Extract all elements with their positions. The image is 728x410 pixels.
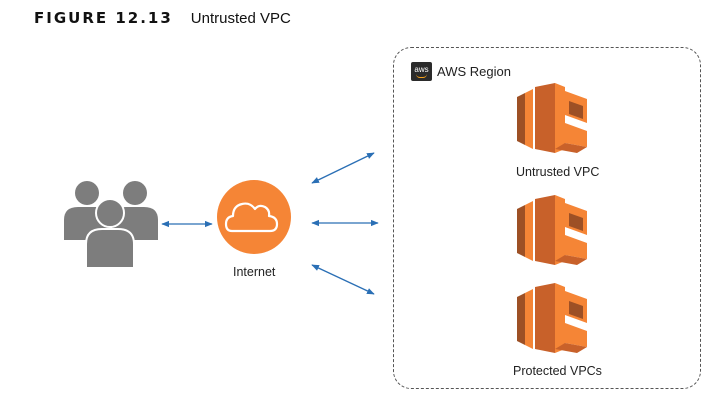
protected-vpcs-label: Protected VPCs — [513, 364, 602, 378]
internet-label: Internet — [233, 265, 276, 279]
figure-title: Untrusted VPC — [190, 10, 291, 27]
aws-logo-icon: aws — [411, 62, 432, 81]
vpc-icon-protected-1 — [517, 195, 587, 265]
aws-region-boundary — [393, 47, 701, 389]
figure-caption: FIGURE 12.13 Untrusted VPC — [34, 9, 291, 27]
untrusted-vpc-label: Untrusted VPC — [516, 165, 600, 179]
arrow-internet-untrusted — [311, 152, 375, 184]
users-icon — [64, 181, 158, 269]
aws-region-label: AWS Region — [437, 64, 511, 79]
internet-cloud-icon — [217, 180, 291, 254]
figure-label: FIGURE 12.13 — [34, 9, 173, 27]
arrow-internet-protected — [311, 264, 375, 295]
vpc-icon-protected-2 — [517, 283, 587, 353]
vpc-icon-untrusted — [517, 83, 587, 153]
